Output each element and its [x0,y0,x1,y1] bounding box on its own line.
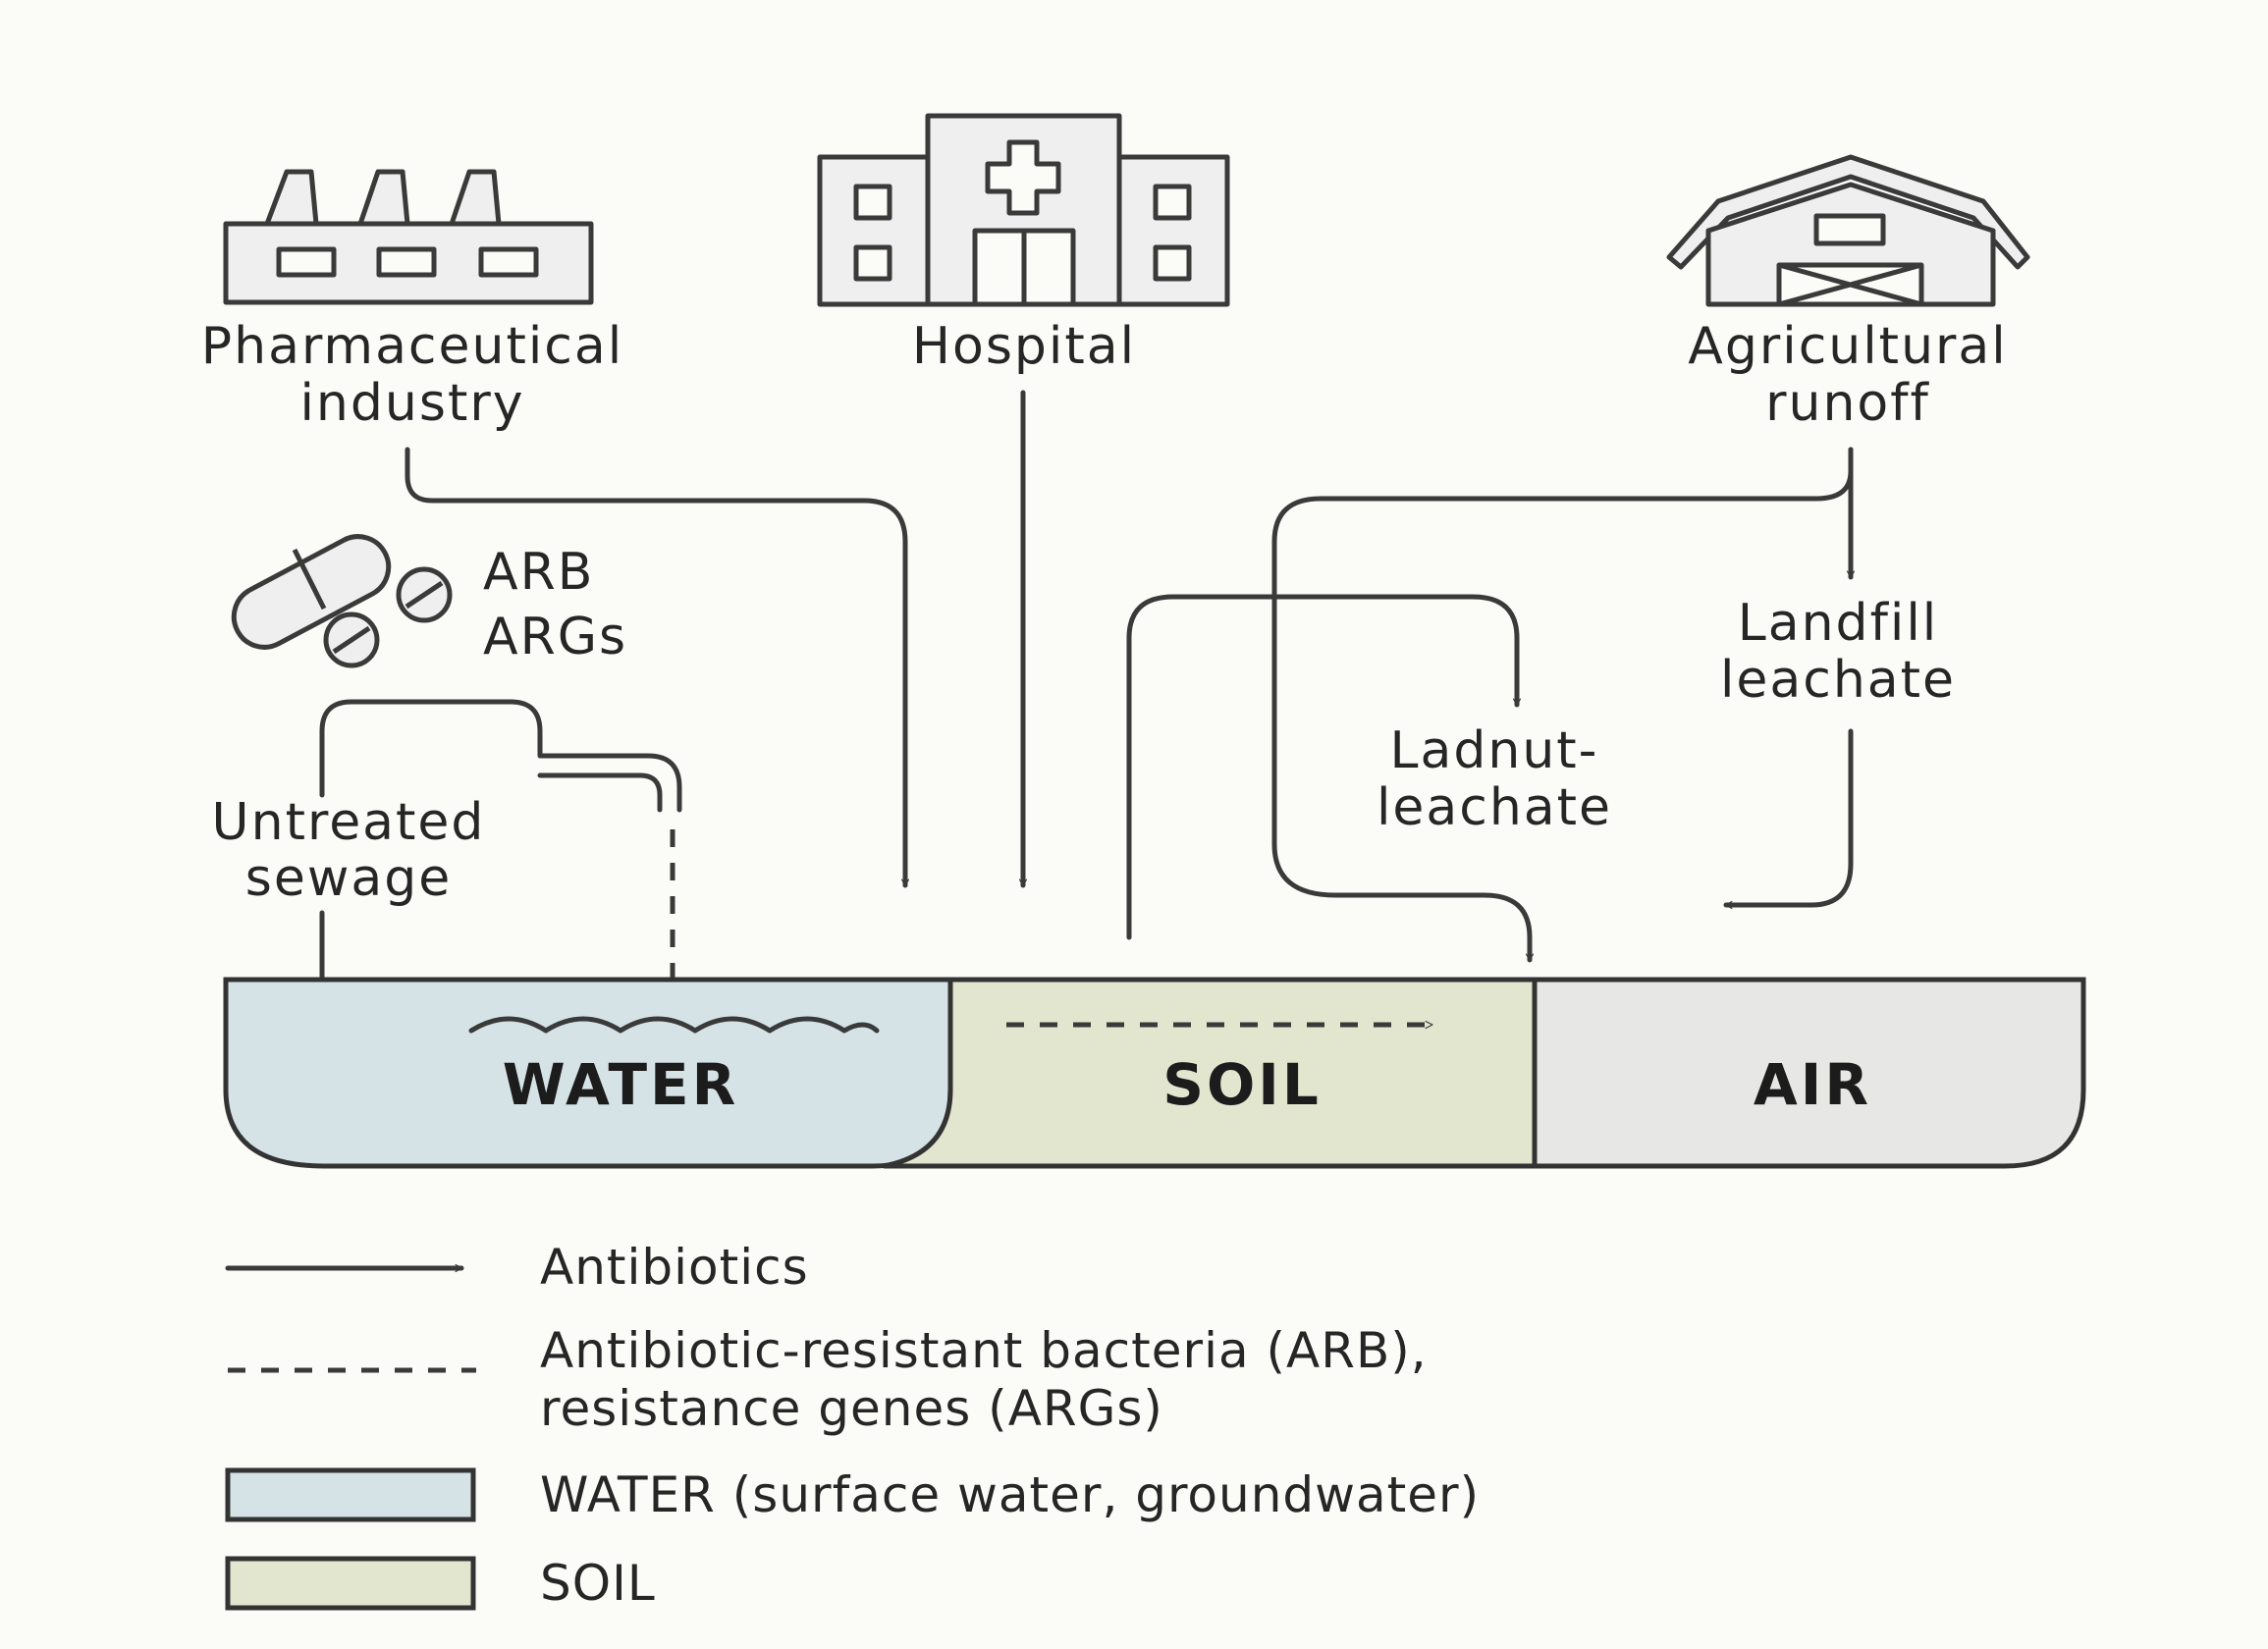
air-label: AIR [1754,1051,1871,1118]
sewage-pipe-inner [537,772,663,813]
ladnut-label-line2: leachate [1377,778,1612,837]
soil-label: SOIL [1162,1051,1322,1118]
agri-label-line1: Agricultural [1688,317,2007,376]
water-waves [468,1016,880,1034]
legend-water-label: WATER (surface water, groundwater) [540,1466,1480,1523]
landfill-label-line1: Landfill [1738,594,1938,653]
hospital-icon [817,113,1230,307]
landfill-label-line2: leachate [1720,651,1956,710]
legend-arb-label-line2: resistance genes (ARGs) [540,1380,1163,1437]
factory-icon [223,169,594,305]
water-label: WATER [503,1051,739,1118]
pharma-label-line2: industry [299,374,524,433]
legend: Antibiotics Antibiotic-resistant bacteri… [225,1239,1480,1612]
sewage-label-line2: sewage [245,849,452,908]
sewage-pipe-outer [319,699,682,813]
arb-label: ARB [483,543,594,602]
legend-soil-swatch [225,1556,476,1611]
pharma-flow-arrow [405,447,910,888]
sewage-label-line1: Untreated [212,793,486,852]
landfill-air-arrow [1723,728,1854,910]
legend-antibiotics-label: Antibiotics [540,1239,809,1296]
agri-label-line2: runoff [1765,374,1930,433]
pills-icon [231,534,453,668]
legend-arb-label-line1: Antibiotic-resistant bacteria (ARB), [540,1322,1428,1379]
pharma-label-line1: Pharmaceutical [201,317,623,376]
agri-loop-arrow [1271,447,1854,963]
args-label: ARGs [483,608,627,666]
hospital-label: Hospital [912,317,1136,376]
barn-icon [1666,154,2030,307]
ladnut-loop-arrow [1126,594,1522,940]
ladnut-label-line1: Ladnut- [1390,721,1599,780]
legend-water-swatch [225,1467,476,1522]
air-compartment [1532,977,2086,1169]
legend-soil-label: SOIL [540,1555,656,1612]
